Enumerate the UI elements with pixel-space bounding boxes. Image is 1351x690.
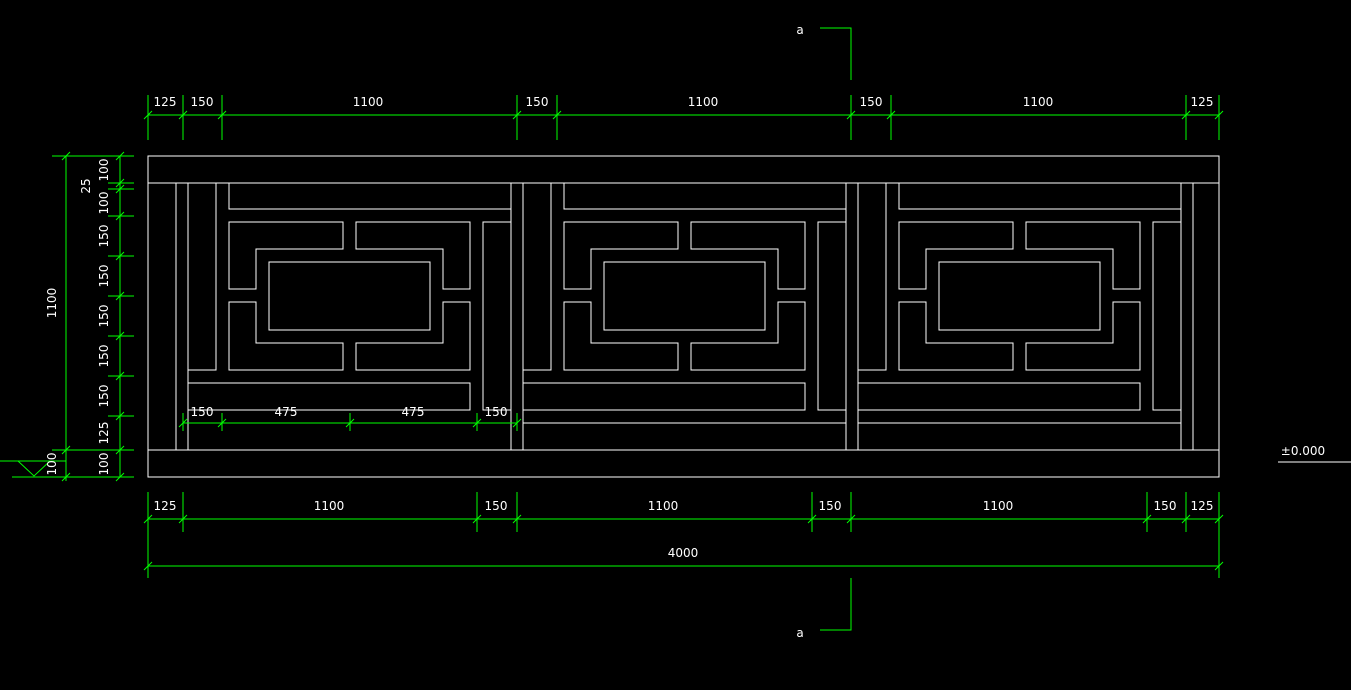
left-dim-5: 150: [97, 265, 111, 288]
left-dim-2: 25: [79, 178, 93, 193]
top-dim-4: 150: [526, 95, 549, 109]
left-dim-7: 150: [97, 345, 111, 368]
section-cut-bottom: [820, 578, 852, 631]
bottom-dim-1: 125: [154, 499, 177, 513]
top-dim-8: 125: [1191, 95, 1214, 109]
dimension-labels: 125 150 1100 150 1100 150 1100 125 125 1…: [45, 23, 1325, 640]
bottom-dim-2: 1100: [314, 499, 345, 513]
inner-dim-ext-lines: [182, 413, 518, 431]
inner-dim-ticks: [178, 418, 522, 428]
left-dim-8: 150: [97, 385, 111, 408]
bottom-dim-3: 150: [485, 499, 508, 513]
section-label-top: a: [796, 23, 803, 37]
railing-elevation: [147, 155, 1351, 478]
bottom-dim-6: 1100: [983, 499, 1014, 513]
left-dim-10: 100: [97, 453, 111, 476]
left-dim-3: 100: [97, 192, 111, 215]
inner-dim-2: 475: [275, 405, 298, 419]
left-dim-9: 125: [97, 422, 111, 445]
left-dim-4: 150: [97, 225, 111, 248]
section-cut-top: [820, 27, 852, 80]
bottom-dim-ticks: [143, 514, 1224, 524]
overall-dim: 4000: [668, 546, 699, 560]
top-dim-1: 125: [154, 95, 177, 109]
left-dim-1: 100: [97, 159, 111, 182]
inner-dim-4: 150: [485, 405, 508, 419]
lattice-panel-2: [522, 182, 847, 424]
left-overall-dim: 1100: [45, 288, 59, 319]
top-dim-ext-lines: [147, 95, 1220, 140]
bottom-dim-8: 125: [1191, 499, 1214, 513]
top-dim-5: 1100: [688, 95, 719, 109]
left-dim-slashes: [115, 151, 125, 482]
top-dim-6: 150: [860, 95, 883, 109]
top-dim-3: 1100: [353, 95, 384, 109]
railing-outline: [147, 155, 1220, 478]
dimensions: [0, 27, 1224, 631]
top-dim-2: 150: [191, 95, 214, 109]
bottom-dim-5: 150: [819, 499, 842, 513]
left-dim-ticks: [108, 155, 134, 478]
top-dim-7: 1100: [1023, 95, 1054, 109]
bottom-dim-ext-lines: [147, 492, 1220, 578]
left-base-dim: 100: [45, 453, 59, 476]
inner-dim-1: 150: [191, 405, 214, 419]
lattice-panel-1: [187, 182, 512, 424]
lattice-panel-3: [857, 182, 1182, 424]
section-label-bottom: a: [796, 626, 803, 640]
level-mark-label: ±0.000: [1281, 444, 1325, 458]
left-dim-6: 150: [97, 305, 111, 328]
top-dim-ticks: [143, 110, 1224, 120]
bottom-dim-4: 1100: [648, 499, 679, 513]
inner-dim-3: 475: [402, 405, 425, 419]
bottom-dim-7: 150: [1154, 499, 1177, 513]
